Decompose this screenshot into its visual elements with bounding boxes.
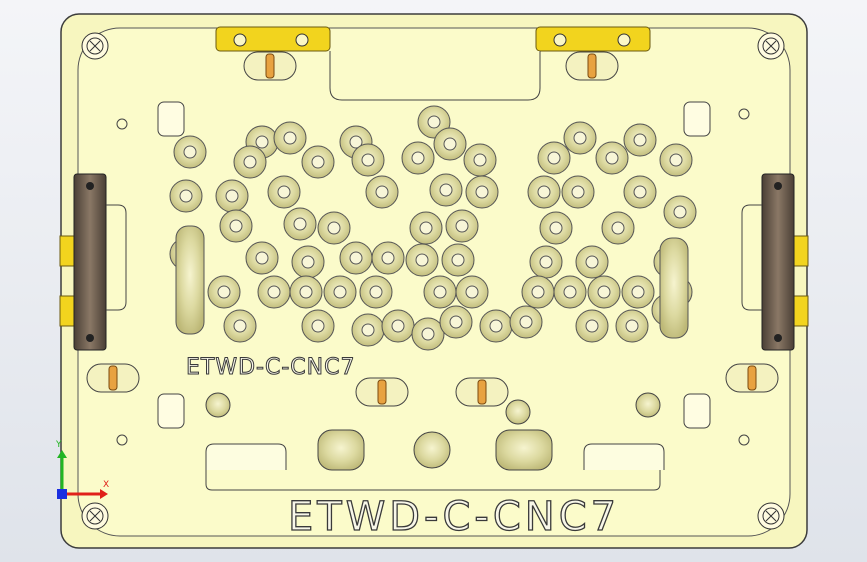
pad-hole [391, 319, 405, 333]
support-pads [169, 105, 697, 351]
pad-hole [563, 285, 577, 299]
bottom-features [205, 392, 665, 491]
pad-hole [531, 285, 545, 299]
pad-hole [633, 133, 647, 147]
pad-hole [585, 319, 599, 333]
pad-hole [411, 151, 425, 165]
right-side-block [741, 173, 809, 351]
pad-hole [433, 285, 447, 299]
pad-hole [361, 153, 375, 167]
pad-hole [473, 153, 487, 167]
pad-hole [605, 151, 619, 165]
pad-hole [381, 251, 395, 265]
triad-x-label: X [103, 480, 109, 490]
pad-hole [571, 185, 585, 199]
pad-hole [311, 155, 325, 169]
engraving-large: ETWD-C-CNC7 [288, 494, 620, 540]
pad-hole [455, 219, 469, 233]
clamp-arm [175, 225, 205, 335]
pad-hole [349, 251, 363, 265]
pad-hole [267, 285, 281, 299]
pad-hole [217, 285, 231, 299]
pad-hole [519, 315, 533, 329]
pad-hole [633, 185, 647, 199]
pad-hole [597, 285, 611, 299]
pad-hole [301, 255, 315, 269]
pad-hole [225, 189, 239, 203]
top-left-clamp [215, 26, 331, 52]
pad-hole [549, 221, 563, 235]
pad-hole [299, 285, 313, 299]
axis-triad: X Y [55, 440, 109, 499]
pad-hole [255, 251, 269, 265]
pad-hole [293, 217, 307, 231]
pad-hole [179, 189, 193, 203]
pad-hole [489, 319, 503, 333]
pad-hole [311, 319, 325, 333]
pad-hole [547, 151, 561, 165]
triad-y-label: Y [55, 440, 62, 450]
pad-hole [625, 319, 639, 333]
top-right-clamp [535, 26, 651, 52]
pad-hole [375, 185, 389, 199]
top-notch [329, 51, 541, 101]
pad-hole [573, 131, 587, 145]
small-holes [116, 108, 750, 446]
pad-hole [361, 323, 375, 337]
pad-hole [439, 183, 453, 197]
pad-hole [451, 253, 465, 267]
engraving-small: ETWD-C-CNC7 [186, 355, 355, 380]
pad-hole [475, 185, 489, 199]
pad-hole [537, 185, 551, 199]
left-side-block [59, 173, 127, 351]
pad-hole [229, 219, 243, 233]
pad-hole [283, 131, 297, 145]
pad-hole [465, 285, 479, 299]
pad-hole [611, 221, 625, 235]
slots [157, 101, 711, 429]
pad-hole [349, 135, 363, 149]
pad-hole [631, 285, 645, 299]
pad-hole [415, 253, 429, 267]
pad-hole [183, 145, 197, 159]
pad-hole [585, 255, 599, 269]
pad-hole [449, 315, 463, 329]
pad-hole [421, 327, 435, 341]
pad-hole [443, 137, 457, 151]
pad-hole [539, 255, 553, 269]
locating-pins [86, 51, 779, 407]
pad-hole [277, 185, 291, 199]
pad-hole [243, 155, 257, 169]
pad-hole [669, 153, 683, 167]
pad-hole [333, 285, 347, 299]
pad-hole [327, 221, 341, 235]
pad-hole [369, 285, 383, 299]
pad-hole [419, 221, 433, 235]
pad-hole [427, 115, 441, 129]
pad-hole [255, 135, 269, 149]
pad-hole [673, 205, 687, 219]
clamp-arm [659, 237, 689, 339]
pad-hole [233, 319, 247, 333]
corner-screws [81, 32, 785, 530]
